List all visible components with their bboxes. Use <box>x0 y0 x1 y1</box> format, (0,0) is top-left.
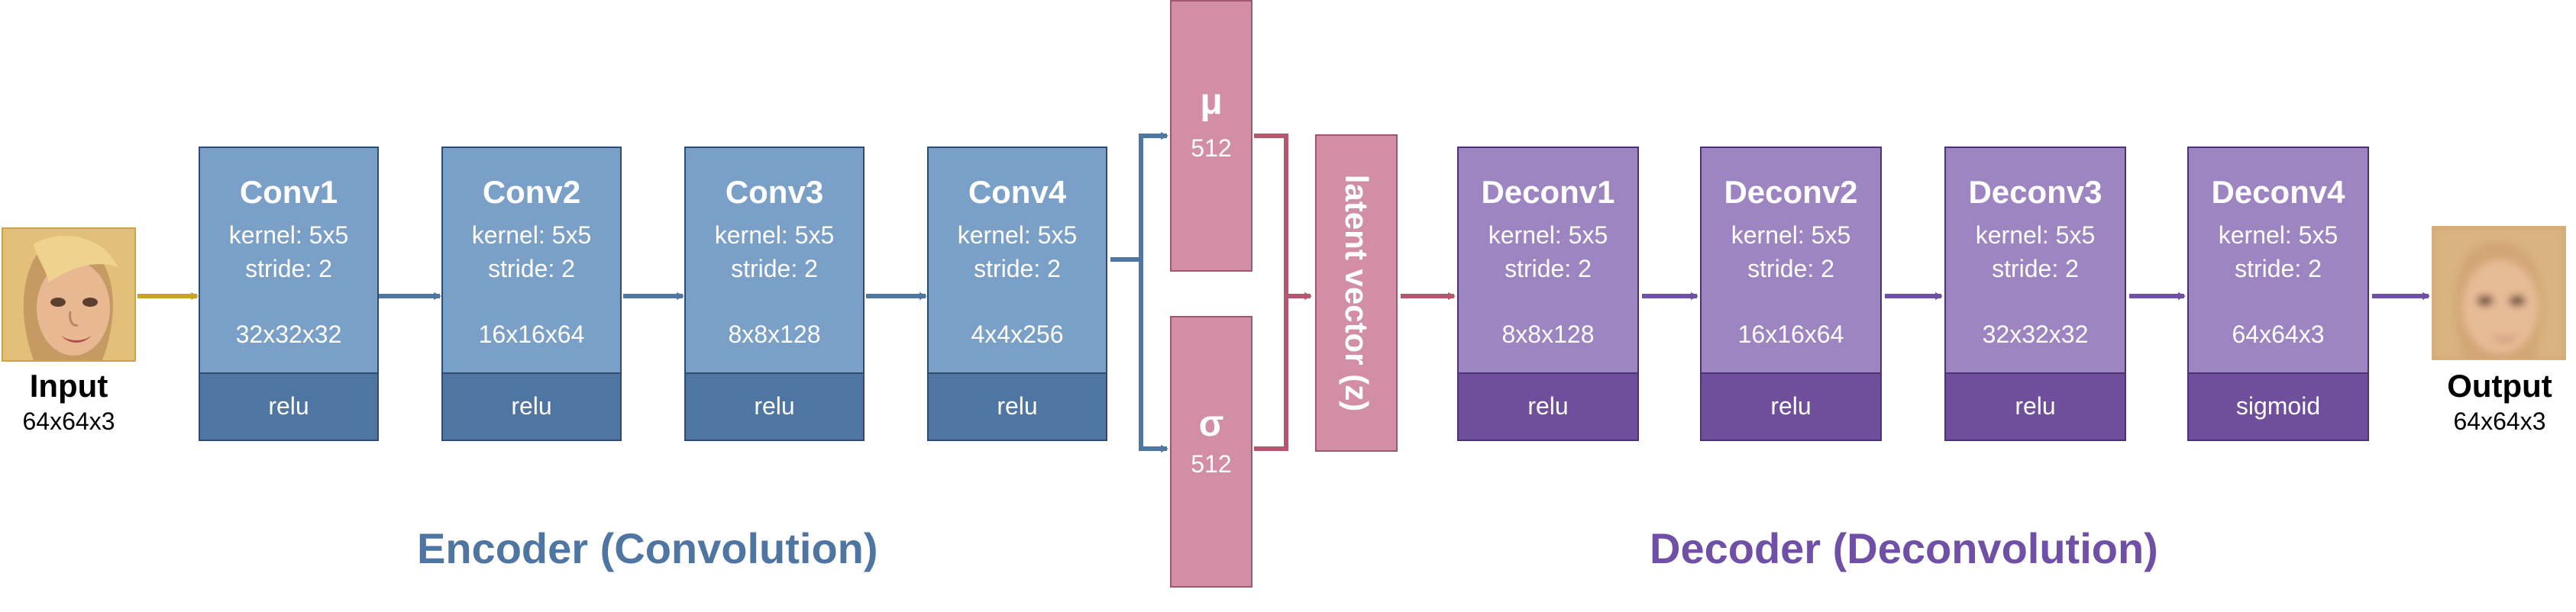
layer-activation: relu <box>754 392 795 420</box>
layer-kernel: kernel: 5x5 <box>1731 221 1851 249</box>
layer-kernel: kernel: 5x5 <box>1488 221 1608 249</box>
input-title: Input <box>29 368 108 404</box>
layer-activation-band: relu <box>929 372 1106 440</box>
layer-deconv3: Deconv3 kernel: 5x5 stride: 2 32x32x32 r… <box>1944 147 2126 441</box>
layer-conv4: Conv4 kernel: 5x5 stride: 2 4x4x256 relu <box>927 147 1107 441</box>
mu-symbol: μ <box>1200 82 1223 122</box>
layer-kernel: kernel: 5x5 <box>957 221 1078 249</box>
layer-deconv1: Deconv1 kernel: 5x5 stride: 2 8x8x128 re… <box>1457 147 1639 441</box>
layer-stride: stride: 2 <box>1747 255 1834 282</box>
layer-activation: relu <box>1770 392 1812 420</box>
layer-shape: 32x32x32 <box>1982 320 2089 348</box>
layer-name: Conv3 <box>725 174 824 210</box>
layer-kernel: kernel: 5x5 <box>714 221 835 249</box>
arrow-mu-latent <box>1254 134 1312 300</box>
encoder-section-label: Encoder (Convolution) <box>417 524 878 572</box>
layer-activation-band: relu <box>1702 372 1880 440</box>
layer-activation: sigmoid <box>2235 392 2321 420</box>
output-face-image <box>2432 226 2566 360</box>
layer-shape: 32x32x32 <box>235 320 342 348</box>
layer-kernel: kernel: 5x5 <box>228 221 349 249</box>
layer-name: Conv1 <box>239 174 338 210</box>
output-dims: 64x64x3 <box>2453 407 2546 435</box>
layer-stride: stride: 2 <box>1505 255 1592 282</box>
sigma-block: σ 512 <box>1170 316 1252 588</box>
output-label: Output 64x64x3 <box>2426 368 2574 436</box>
input-label: Input 64x64x3 <box>0 368 137 436</box>
layer-activation: relu <box>1527 392 1569 420</box>
layer-stride: stride: 2 <box>488 255 575 282</box>
sigma-symbol: σ <box>1198 404 1224 444</box>
layer-name: Conv2 <box>482 174 581 210</box>
layer-name: Conv4 <box>968 174 1067 210</box>
arrow-sigma-latent <box>1254 296 1288 451</box>
layer-deconv2: Deconv2 kernel: 5x5 stride: 2 16x16x64 r… <box>1700 147 1882 441</box>
layer-shape: 8x8x128 <box>728 320 821 348</box>
layer-stride: stride: 2 <box>1992 255 2079 282</box>
layer-conv2: Conv2 kernel: 5x5 stride: 2 16x16x64 rel… <box>441 147 622 441</box>
layer-conv1: Conv1 kernel: 5x5 stride: 2 32x32x32 rel… <box>199 147 379 441</box>
sigma-dim: 512 <box>1191 450 1232 478</box>
layer-activation-band: relu <box>200 372 377 440</box>
layer-deconv4: Deconv4 kernel: 5x5 stride: 2 64x64x3 si… <box>2187 147 2369 441</box>
layer-activation: relu <box>511 392 552 420</box>
layer-name: Deconv4 <box>2211 174 2345 210</box>
decoder-section-label: Decoder (Deconvolution) <box>1650 524 2158 572</box>
layer-shape: 16x16x64 <box>478 320 585 348</box>
layer-stride: stride: 2 <box>974 255 1061 282</box>
layer-stride: stride: 2 <box>2235 255 2322 282</box>
layer-activation: relu <box>997 392 1038 420</box>
layer-activation-band: relu <box>443 372 620 440</box>
layer-name: Deconv3 <box>1968 174 2102 210</box>
layer-kernel: kernel: 5x5 <box>1975 221 2096 249</box>
input-face-image <box>2 227 136 362</box>
arrow-conv4-sigma <box>1139 259 1168 453</box>
arrow-conv4-mu <box>1110 132 1168 262</box>
layer-activation-band: relu <box>686 372 863 440</box>
layer-name: Deconv1 <box>1481 174 1615 210</box>
layer-activation-band: relu <box>1459 372 1637 440</box>
layer-kernel: kernel: 5x5 <box>2218 221 2338 249</box>
layer-shape: 8x8x128 <box>1501 320 1595 348</box>
latent-vector-block: latent vector (z) <box>1315 134 1398 452</box>
layer-kernel: kernel: 5x5 <box>471 221 592 249</box>
layer-name: Deconv2 <box>1724 174 1858 210</box>
mu-dim: 512 <box>1191 134 1232 162</box>
layer-activation-band: relu <box>1946 372 2125 440</box>
mu-block: μ 512 <box>1170 0 1252 272</box>
output-title: Output <box>2447 368 2552 404</box>
layer-activation: relu <box>268 392 309 420</box>
input-dims: 64x64x3 <box>22 407 115 435</box>
layer-shape: 64x64x3 <box>2232 320 2325 348</box>
layer-shape: 16x16x64 <box>1737 320 1844 348</box>
layer-stride: stride: 2 <box>245 255 332 282</box>
layer-activation: relu <box>2015 392 2056 420</box>
layer-activation-band: sigmoid <box>2189 372 2368 440</box>
latent-vector-label: latent vector (z) <box>1339 174 1375 412</box>
layer-stride: stride: 2 <box>731 255 818 282</box>
layer-shape: 4x4x256 <box>971 320 1064 348</box>
layer-conv3: Conv3 kernel: 5x5 stride: 2 8x8x128 relu <box>684 147 865 441</box>
